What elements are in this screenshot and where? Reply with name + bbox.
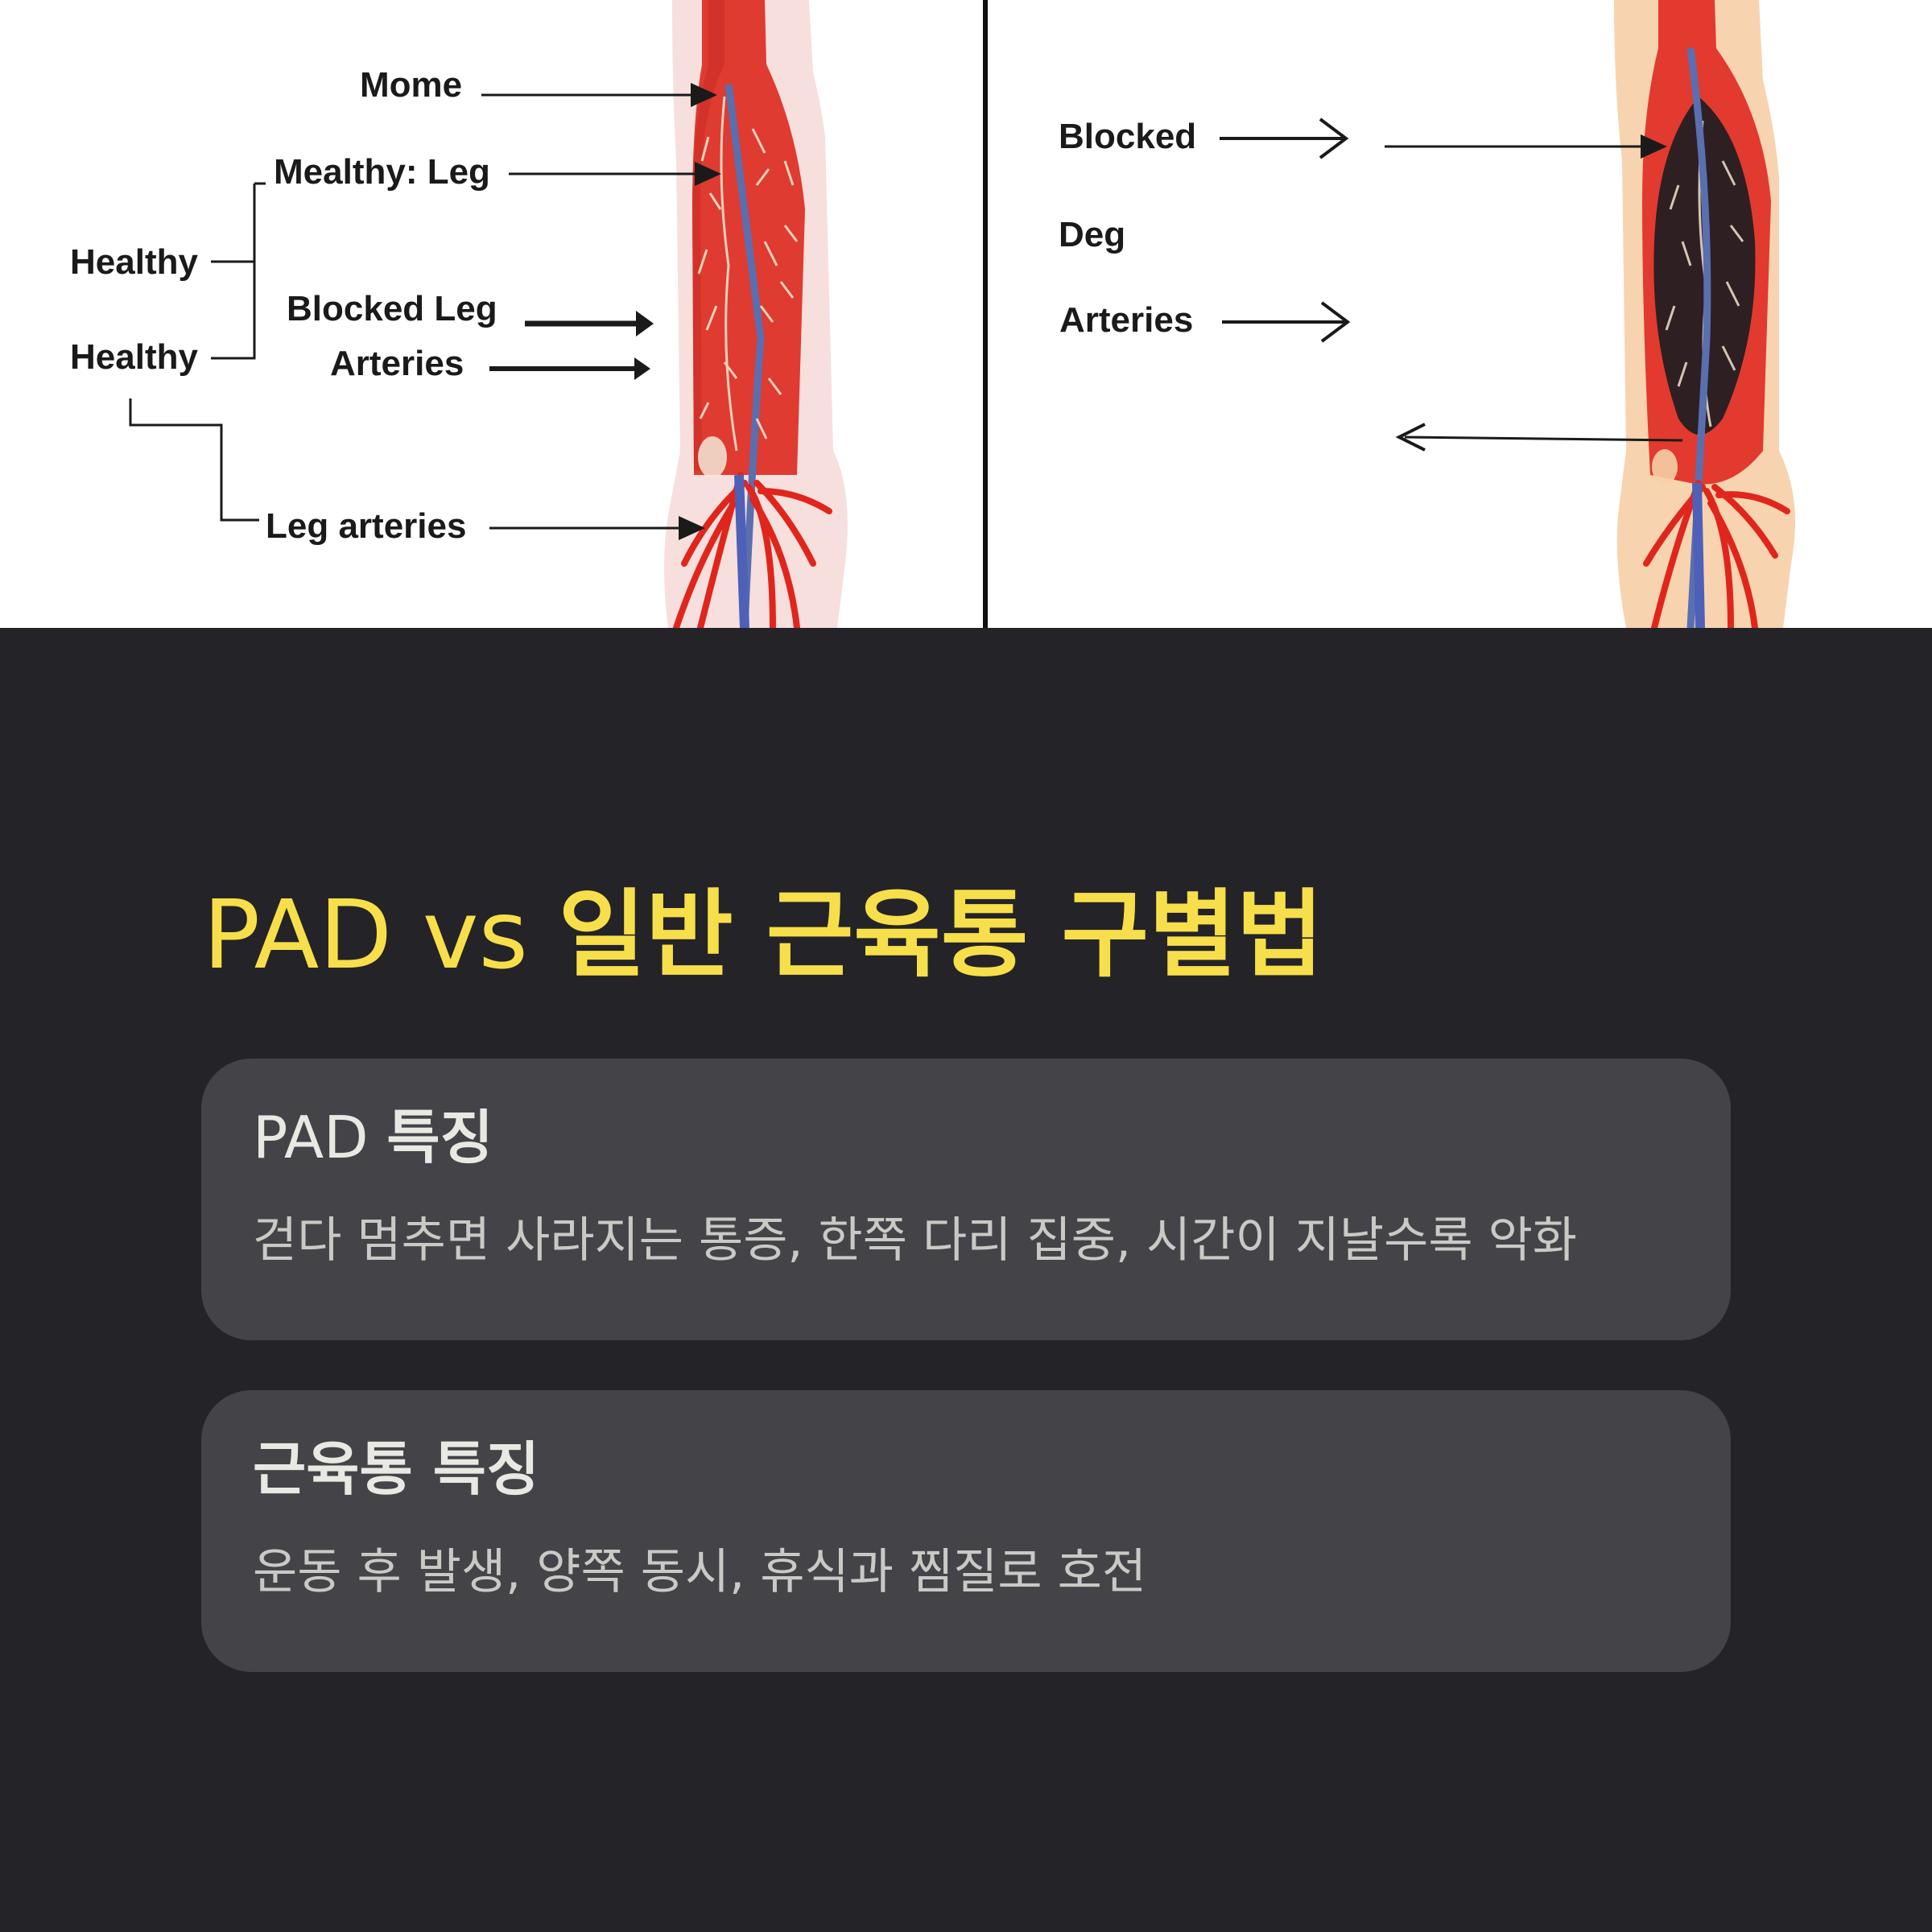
artery-diagram-svg: Mome Mealthy: Leg Healthy Healthy Blocke… bbox=[70, 0, 1795, 628]
card-description: 운동 후 발생, 양쪽 동시, 휴식과 찜질로 호전 bbox=[253, 1544, 1147, 1600]
blocked-leg-illustration bbox=[1614, 0, 1795, 628]
pad-characteristics-card: PAD 특징 걷다 멈추면 사라지는 통증, 한쪽 다리 집중, 시간이 지날수… bbox=[201, 1059, 1731, 1340]
card-title: PAD 특징 bbox=[253, 1108, 493, 1166]
label-blocked: Blocked bbox=[1059, 117, 1196, 156]
title-korean: 일반 근육통 구별법 bbox=[558, 879, 1324, 990]
left-panel-labels: Mome Mealthy: Leg Healthy Healthy Blocke… bbox=[70, 65, 721, 546]
label-mealthy-leg: Mealthy: Leg bbox=[274, 152, 490, 192]
title-prefix: PAD vs bbox=[203, 879, 529, 990]
label-healthy-1: Healthy bbox=[70, 242, 198, 282]
label-blocked-leg: Blocked Leg bbox=[287, 289, 497, 328]
label-mome: Mome bbox=[360, 65, 462, 105]
card-description: 걷다 멈추면 사라지는 통증, 한쪽 다리 집중, 시간이 지날수록 악화 bbox=[253, 1212, 1577, 1269]
panel-divider bbox=[983, 0, 988, 628]
muscle-pain-characteristics-card: 근육통 특징 운동 후 발생, 양쪽 동시, 휴식과 찜질로 호전 bbox=[201, 1390, 1731, 1672]
label-deg: Deg bbox=[1059, 215, 1125, 254]
card-title-bold: 근육통 특징 bbox=[253, 1435, 540, 1503]
label-healthy-2: Healthy bbox=[70, 337, 198, 377]
card-title: 근육통 특징 bbox=[253, 1440, 539, 1498]
label-arteries-left: Arteries bbox=[330, 344, 464, 383]
card-title-bold: 특징 bbox=[386, 1104, 493, 1171]
right-panel-labels: Blocked Deg Arteries bbox=[1059, 117, 1683, 452]
healthy-leg-illustration bbox=[664, 0, 848, 628]
page-title: PAD vs 일반 근육통 구별법 bbox=[203, 887, 1323, 982]
card-title-prefix: PAD bbox=[253, 1104, 369, 1171]
label-arteries-right: Arteries bbox=[1059, 300, 1193, 340]
artery-comparison-illustration: Mome Mealthy: Leg Healthy Healthy Blocke… bbox=[0, 0, 1932, 628]
label-leg-arteries: Leg arteries bbox=[266, 506, 466, 546]
